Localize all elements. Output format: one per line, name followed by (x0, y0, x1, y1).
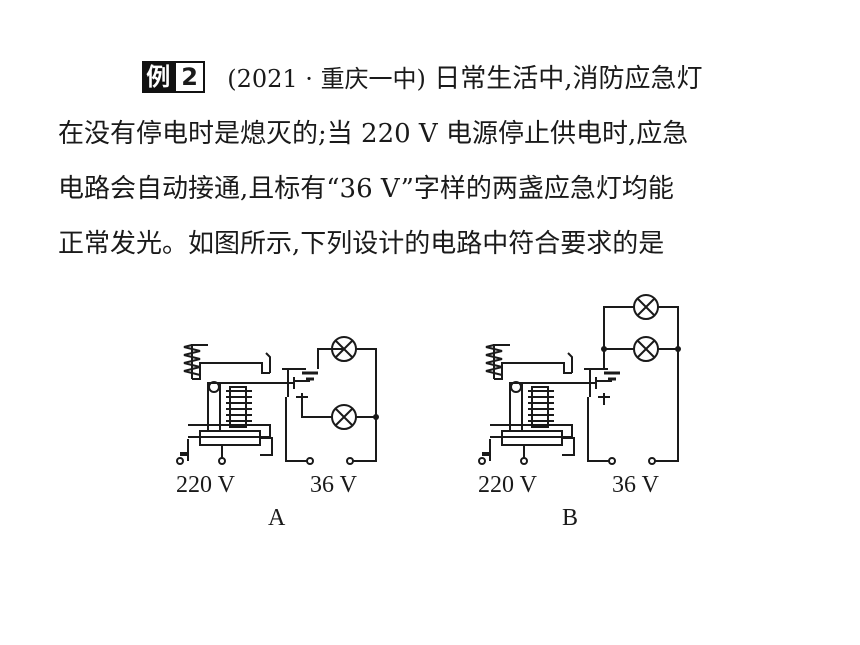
circuit-a-supply-label: 220 V (176, 472, 236, 498)
problem-text-line-4: 正常发光。如图所示,下列设计的电路中符合要求的是 (58, 229, 665, 259)
problem-text-line-1: 日常生活中,消防应急灯 (434, 64, 703, 94)
example-tag: 例 2 (142, 61, 205, 93)
example-number: 2 (174, 61, 205, 93)
circuit-b-lamp-voltage-label: 36 V (612, 472, 660, 498)
circuit-b-supply-label: 220 V (478, 472, 538, 498)
problem-text-line-2: 在没有停电时是熄灭的;当 220 V 电源停止供电时,应急 (58, 119, 689, 149)
option-b-label: B (562, 505, 578, 531)
circuit-b: 220 V 36 V B (478, 294, 681, 531)
circuit-figures: 220 V 36 V A 220 V 36 V B (176, 294, 681, 531)
problem-text-line-3: 电路会自动接通,且标有“36 V”字样的两盏应急灯均能 (58, 174, 674, 204)
problem-line-1: 例 2 (2021 · 重庆一中) 日常生活中,消防应急灯 (58, 52, 810, 107)
problem-text: 例 2 (2021 · 重庆一中) 日常生活中,消防应急灯 在没有停电时是熄灭的… (58, 52, 810, 272)
circuit-a-lamp-voltage-label: 36 V (310, 472, 358, 498)
circuit-a: 220 V 36 V A (176, 336, 379, 531)
example-label: 例 (142, 61, 175, 93)
problem-source: (2021 · 重庆一中) (227, 65, 426, 93)
option-a-label: A (268, 505, 286, 531)
